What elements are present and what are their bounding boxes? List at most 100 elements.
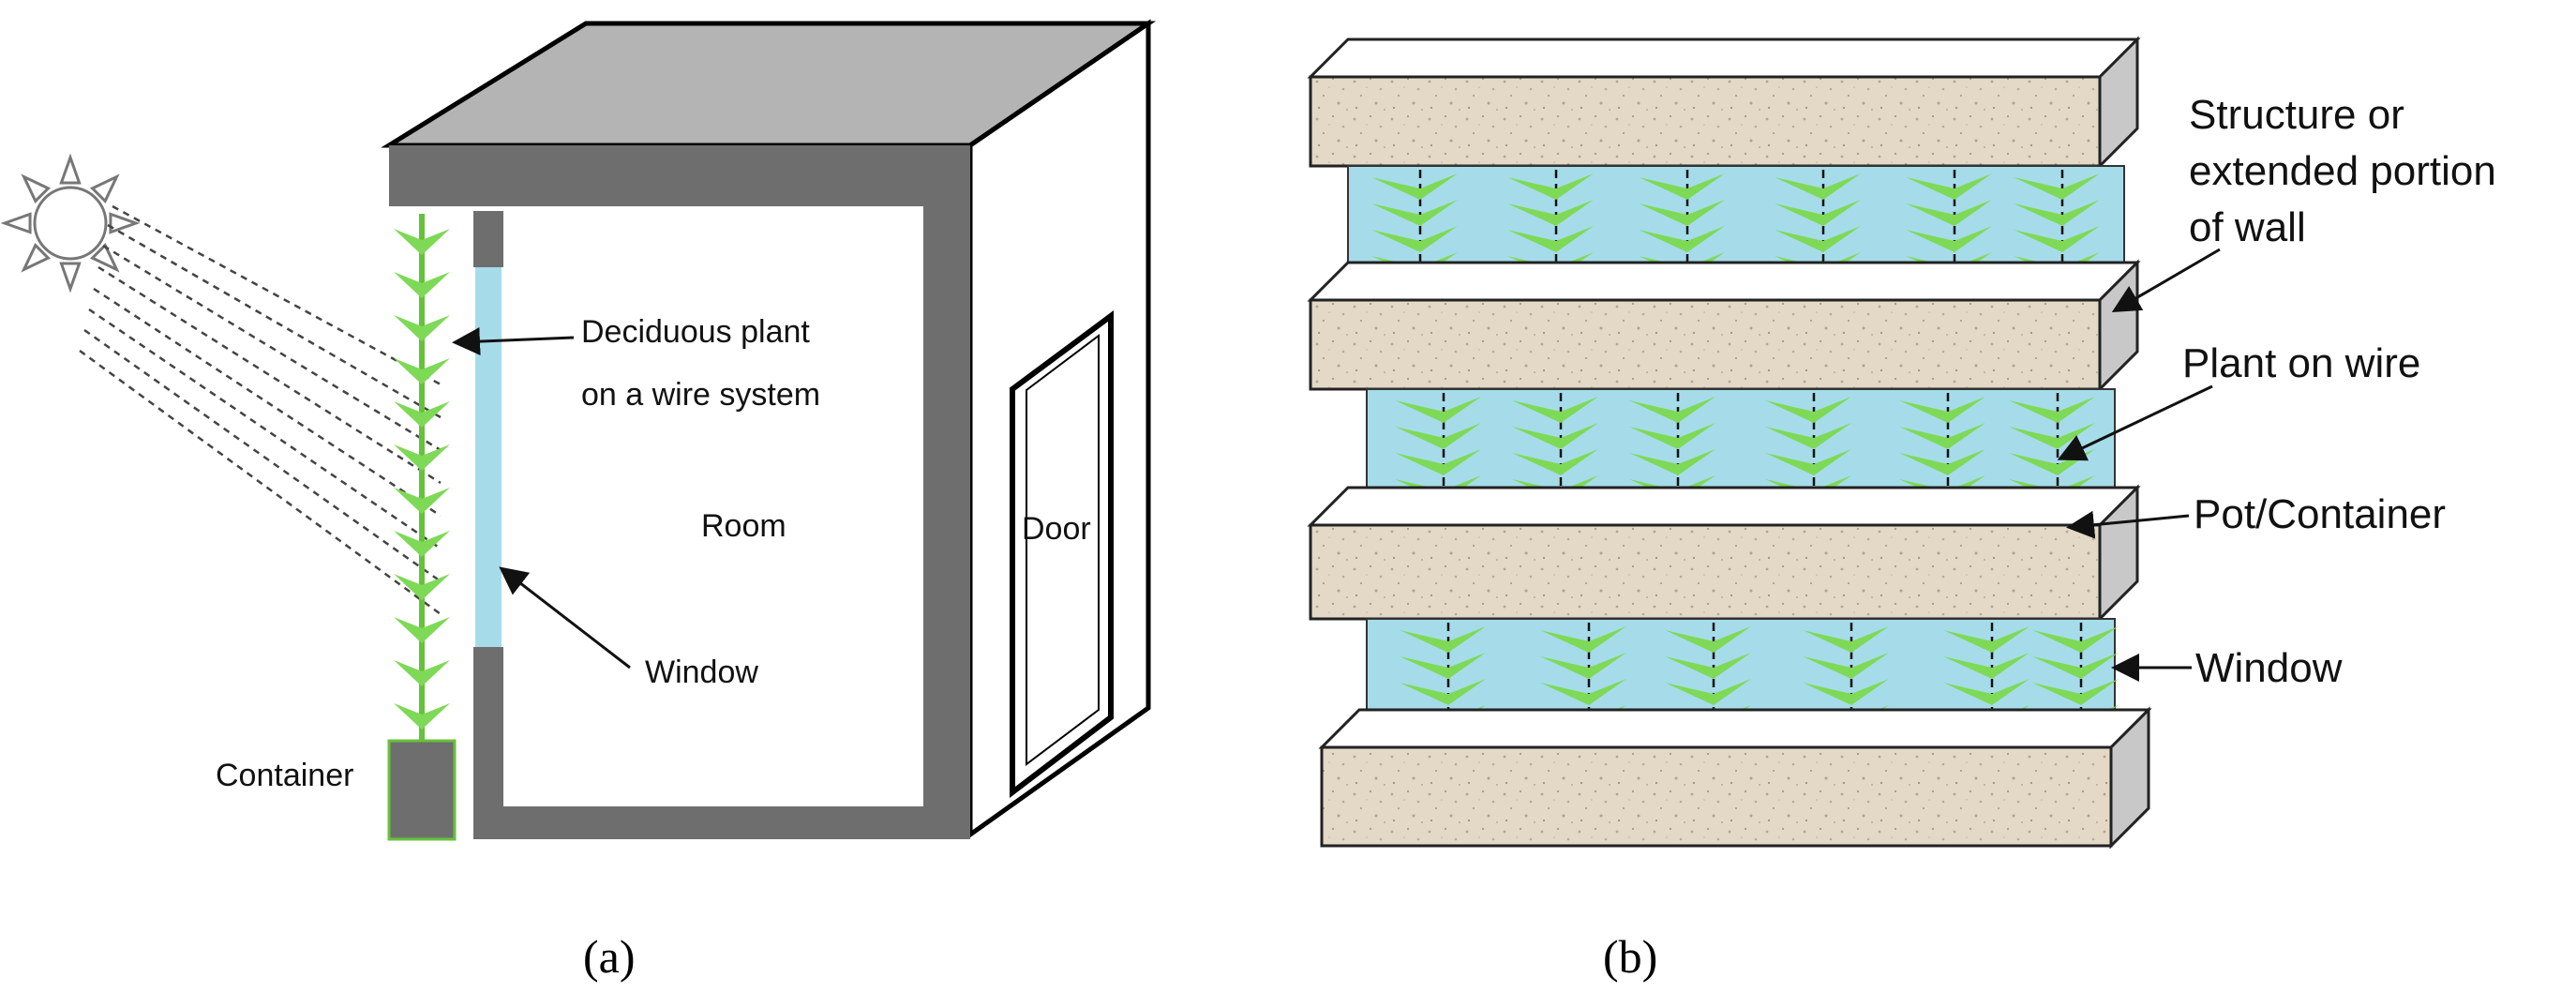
leaf [1507, 203, 1556, 226]
leaf [1444, 423, 1481, 449]
arrow-deciduous [452, 327, 575, 356]
leaf [1561, 397, 1598, 423]
leaf [394, 531, 450, 557]
leaf [1765, 453, 1814, 475]
leaf [2032, 683, 2081, 705]
caption-b: (b) [1603, 930, 1657, 983]
caption-a: (a) [583, 930, 636, 983]
leaf [2014, 203, 2062, 226]
wall-slab [1307, 36, 2141, 170]
slab-front-face [1320, 745, 2113, 848]
leaf [1589, 653, 1626, 679]
leaf [1507, 230, 1556, 252]
leaf [1775, 177, 1823, 200]
leaf [1906, 203, 1954, 226]
leaf [1400, 683, 1448, 705]
leaf [1420, 173, 1458, 200]
sun-ray [59, 153, 82, 185]
window-glass [475, 267, 502, 647]
leaf [1899, 400, 1948, 423]
leaf [1556, 200, 1594, 226]
sun-ray [90, 173, 120, 203]
deciduous-plant [394, 214, 450, 741]
leaf [2032, 630, 2081, 653]
leaf [1448, 653, 1486, 679]
leaf [2014, 177, 2062, 200]
leaf [1906, 177, 1954, 200]
leaf [1954, 226, 1992, 252]
panel-a: Deciduous plant on a wire system Room Do… [0, 19, 1157, 983]
arrow-window-a [499, 566, 631, 669]
leaf [1512, 453, 1561, 475]
leaf [1589, 679, 1626, 705]
leaf [1803, 683, 1851, 705]
leaf [2081, 653, 2119, 679]
label-window-b: Window [2195, 645, 2343, 691]
leaf [1687, 226, 1725, 252]
slab-front-face [1309, 523, 2102, 621]
leaf [2062, 173, 2100, 200]
leaf [394, 488, 450, 514]
leaf [394, 574, 450, 600]
leaf [1556, 226, 1594, 252]
leaf [1589, 626, 1626, 653]
slab-front-face [1309, 298, 2102, 391]
leaf [2009, 400, 2058, 423]
leaf [2032, 656, 2081, 679]
leaf [1665, 630, 1714, 653]
leaf [1851, 679, 1889, 705]
leaf [2058, 397, 2095, 423]
leaf [1639, 203, 1687, 226]
leaf [1639, 177, 1687, 200]
leaf [1540, 656, 1589, 679]
label-window-a: Window [645, 654, 758, 690]
leaf [1420, 226, 1458, 252]
left-wall-lower [473, 647, 503, 839]
slab-top-face [1307, 486, 2141, 527]
leaf [1851, 653, 1889, 679]
leaf [1948, 397, 1985, 423]
leaf [1992, 653, 2029, 679]
leaf [1678, 397, 1715, 423]
leaf [1775, 230, 1823, 252]
leaf [1371, 230, 1420, 252]
leaf [1775, 203, 1823, 226]
leaf [1395, 427, 1444, 449]
sun-ray [21, 243, 51, 273]
leaf [1687, 173, 1725, 200]
door[interactable] [1010, 310, 1114, 799]
leaf [1639, 230, 1687, 252]
label-plant-on-wire: Plant on wire [2182, 340, 2420, 386]
label-container: Container [216, 758, 353, 793]
leaf [1765, 427, 1814, 449]
door-inner [1026, 333, 1100, 767]
slab-top-face [1318, 708, 2152, 749]
leaf [1556, 173, 1594, 200]
leaf [394, 444, 450, 471]
leaf [1943, 630, 1992, 653]
leaf [1400, 656, 1448, 679]
label-structure-line2: extended portion [2189, 148, 2496, 194]
sun-ray [109, 212, 141, 234]
leaf [1448, 626, 1486, 653]
leaf [1678, 423, 1715, 449]
slab-top-face [1307, 261, 2141, 302]
leaf [1561, 423, 1598, 449]
label-structure-line3: of wall [2189, 204, 2306, 250]
window-glass [1366, 388, 2116, 496]
leaf [1823, 173, 1861, 200]
leaf [1444, 449, 1481, 475]
label-deciduous-line1: Deciduous plant [581, 314, 810, 350]
label-deciduous-line2: on a wire system [581, 377, 820, 413]
leaf [1512, 400, 1561, 423]
roof-slab [389, 145, 970, 206]
leaf [1992, 679, 2029, 705]
leaf [1665, 656, 1714, 679]
leaf [1943, 656, 1992, 679]
leaf [394, 358, 450, 384]
wall-slab [1307, 259, 2141, 393]
leaf [1814, 423, 1851, 449]
leaf [1823, 200, 1861, 226]
plant-row-2 [1366, 388, 2116, 502]
